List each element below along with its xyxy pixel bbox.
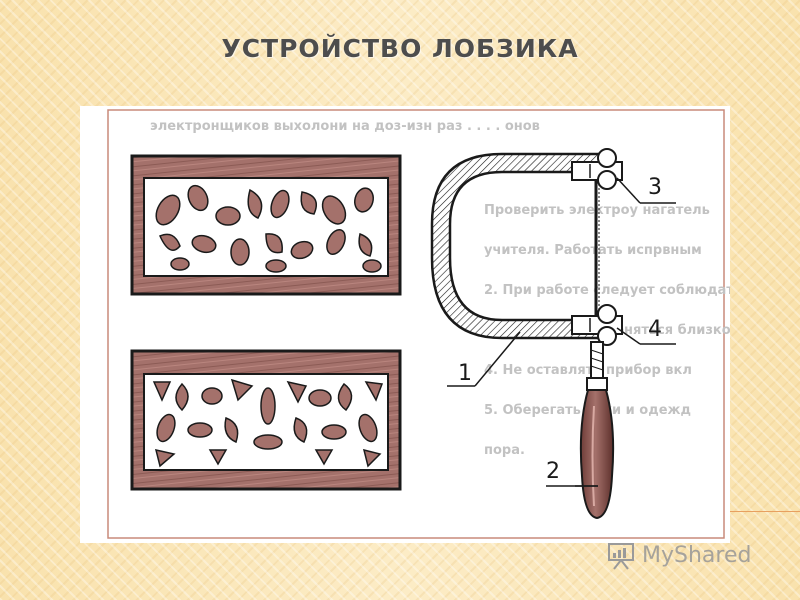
callout-leaders bbox=[447, 177, 676, 487]
callout-4: 4 bbox=[648, 317, 662, 342]
fretwork-pattern bbox=[155, 184, 382, 273]
saw-frame bbox=[430, 152, 604, 340]
fretwork-pattern bbox=[152, 378, 384, 468]
callout-1: 1 bbox=[458, 361, 472, 386]
fretwork-panel-top bbox=[130, 154, 402, 296]
saw-handle bbox=[579, 389, 615, 520]
fretwork-panel-bottom bbox=[130, 349, 402, 491]
accent-line bbox=[725, 511, 800, 512]
watermark-text: MyShared bbox=[642, 542, 752, 568]
myshared-watermark: MyShared bbox=[606, 538, 751, 572]
background-text-line: электронщиков выхолони на доз-изн раз . … bbox=[150, 119, 540, 134]
background-text-line: 4. Не оставлять прибор вкл bbox=[484, 363, 692, 378]
jigsaw-diagram: электронщиков выхолони на доз-изн раз . … bbox=[80, 106, 730, 543]
callout-3: 3 bbox=[648, 175, 662, 200]
presentation-board-icon bbox=[608, 543, 634, 570]
handle-ferrule bbox=[586, 377, 608, 391]
bottom-blade-clamp bbox=[571, 304, 623, 346]
picture-frame bbox=[107, 109, 725, 539]
callout-2: 2 bbox=[546, 459, 560, 484]
top-blade-clamp bbox=[571, 148, 623, 190]
fret-saw bbox=[430, 148, 623, 520]
background-text-line: пора. bbox=[484, 443, 525, 458]
background-text-line: 2. При работе следует соблюдать bbox=[484, 283, 730, 298]
background-text-line: учителя. Работать испрвным bbox=[484, 243, 702, 258]
slide-title: УСТРОЙСТВО ЛОБЗИКА bbox=[221, 34, 579, 63]
